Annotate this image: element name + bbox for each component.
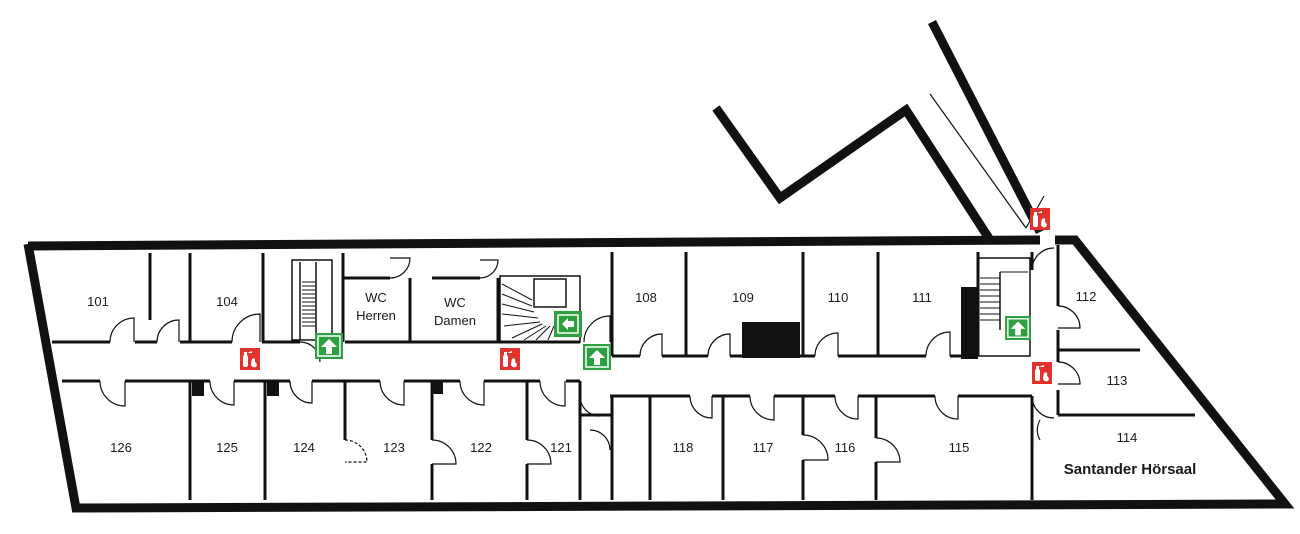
room-104-label: 104: [216, 294, 238, 309]
room-115-label: 115: [949, 440, 970, 455]
stairwell-right: [977, 257, 1031, 357]
emergency-exit-arrow-icon: [314, 333, 344, 359]
interior-walls: [52, 245, 1195, 500]
emergency-exit-arrow-icon: [1004, 316, 1032, 340]
room-126-label: 126: [110, 440, 132, 455]
room-labels: 101 104 WC Herren WC Damen 108 109 110 1…: [87, 289, 1196, 478]
room-109-label: 109: [732, 290, 754, 305]
stairwell-left: [291, 259, 333, 341]
fire-extinguisher-icon: [1032, 362, 1052, 384]
emergency-exit-arrow-icon: [582, 344, 612, 370]
room-112-label: 112: [1076, 289, 1097, 304]
room-111-label: 111: [912, 290, 932, 305]
fire-extinguisher-icon: [500, 348, 520, 370]
room-123-label: 123: [383, 440, 405, 455]
emergency-exits: [314, 311, 1032, 370]
room-125-label: 125: [216, 440, 238, 455]
room-110-label: 110: [828, 290, 849, 305]
stairwell-middle: [499, 275, 581, 343]
outer-walls: [23, 19, 1295, 513]
fire-extinguisher-icon: [1030, 208, 1050, 230]
room-122-label: 122: [470, 440, 492, 455]
room-118-label: 118: [673, 440, 694, 455]
santander-hoersaal-label: Santander Hörsaal: [1064, 461, 1197, 478]
wc-herren-label-line2: Herren: [356, 308, 396, 323]
room-108-label: 108: [635, 290, 657, 305]
wc-damen-label-line2: Damen: [434, 313, 476, 328]
room-121-label: 121: [550, 440, 572, 455]
room-101-label: 101: [87, 294, 109, 309]
wc-herren-label-line1: WC: [365, 290, 387, 305]
wc-damen-label-line1: WC: [444, 295, 466, 310]
room-113-label: 113: [1107, 373, 1128, 388]
room-114-label: 114: [1117, 430, 1138, 445]
room-124-label: 124: [293, 440, 315, 455]
doors: [99, 247, 1081, 465]
fire-extinguisher-icon: [240, 348, 260, 370]
room-116-label: 116: [835, 440, 856, 455]
pillars: [192, 287, 978, 396]
emergency-exit-door-icon: [554, 311, 582, 337]
room-117-label: 117: [753, 440, 774, 455]
